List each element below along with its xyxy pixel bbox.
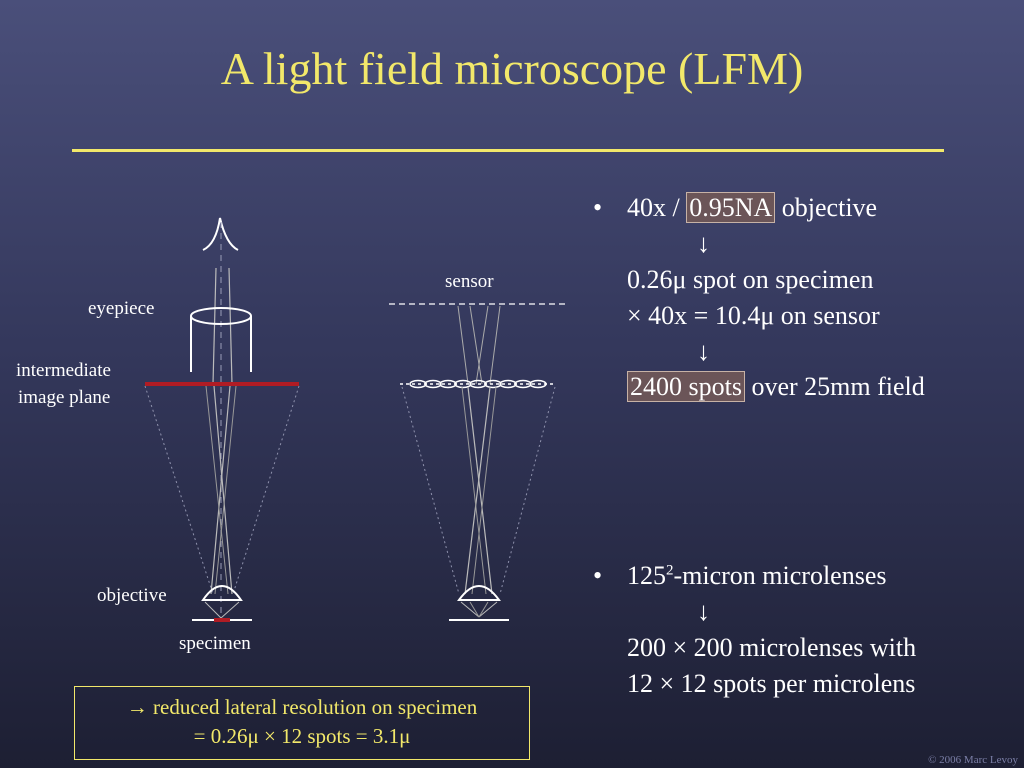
conventional-microscope-diagram <box>144 217 300 622</box>
microlens-array <box>400 379 556 389</box>
eyepiece-lens <box>190 307 252 372</box>
lfm-objective-lens <box>457 585 501 601</box>
down-arrow: ↓ <box>697 336 710 366</box>
title-underline <box>72 149 944 152</box>
label-intermediate: intermediate <box>16 360 111 381</box>
spot-on-specimen: 0.26μ spot on specimen <box>627 264 874 294</box>
bullet-dot: • <box>593 193 603 222</box>
spots-per-microlens: 12 × 12 spots per microlens <box>627 668 916 698</box>
bullet-objective: •40x / 0.95NA objective ↓ 0.26μ spot on … <box>593 190 925 405</box>
microlens-count: 200 × 200 microlenses with <box>627 632 917 662</box>
spot-on-sensor: × 40x = 10.4μ on sensor <box>627 300 880 330</box>
objective-lens <box>201 585 243 601</box>
label-eyepiece: eyepiece <box>88 298 155 319</box>
note-line-1: → reduced lateral resolution on specimen <box>126 695 478 719</box>
bullet-dot: • <box>593 561 603 590</box>
copyright: © 2006 Marc Levoy <box>928 754 1018 766</box>
note-line-2: = 0.26μ × 12 spots = 3.1μ <box>193 723 411 748</box>
highlight-na: 0.95NA <box>686 192 776 223</box>
resolution-note-box: → reduced lateral resolution on specimen… <box>74 686 530 760</box>
highlight-spots: 2400 spots <box>627 371 745 403</box>
eye-icon <box>202 217 239 251</box>
light-field-microscope-diagram <box>389 303 568 621</box>
bullet-microlenses: •1252-micron microlenses ↓ 200 × 200 mic… <box>593 558 916 702</box>
label-sensor: sensor <box>445 271 494 292</box>
down-arrow: ↓ <box>697 228 710 258</box>
label-image-plane: image plane <box>18 387 111 408</box>
down-arrow: ↓ <box>697 596 710 626</box>
slide-title: A light field microscope (LFM) <box>220 43 804 94</box>
label-specimen: specimen <box>179 633 251 654</box>
label-objective: objective <box>97 585 167 606</box>
